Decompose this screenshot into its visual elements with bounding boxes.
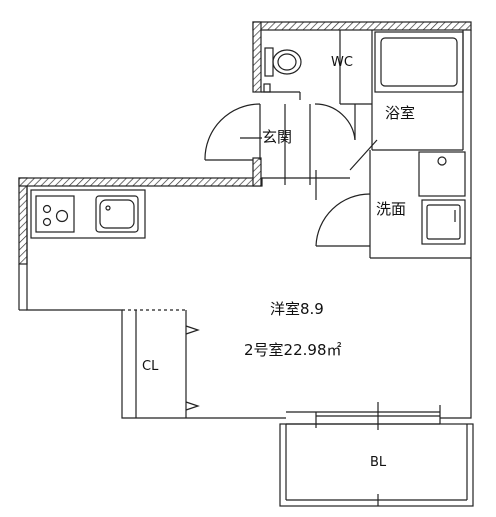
paper-holder: [263, 83, 271, 93]
wash-basin: [421, 199, 466, 245]
balcony: [279, 423, 474, 507]
kitchen-counter: [30, 189, 146, 239]
wc-label: WC: [331, 55, 353, 70]
entrance-label: 玄関: [262, 128, 293, 146]
washing-machine: [418, 151, 466, 197]
wc-room: [261, 30, 372, 104]
bath-label: 浴室: [385, 104, 416, 122]
balcony-label: BL: [370, 455, 387, 470]
kitchen-sink: [95, 195, 139, 233]
top-wall: [252, 21, 472, 31]
toilet-tank: [264, 47, 274, 77]
burner-icon: [55, 209, 69, 223]
left-top-wall: [252, 21, 262, 93]
washroom-label: 洗面: [376, 200, 407, 218]
kitchen-top-wall: [18, 177, 263, 187]
entrance-wall: [252, 157, 262, 187]
toilet-bowl: [272, 49, 302, 75]
burner-icon: [42, 204, 52, 214]
stove: [35, 195, 75, 233]
burner-icon: [42, 217, 52, 227]
western-room-label: 洋室8.9: [270, 300, 324, 318]
left-wall: [18, 177, 28, 265]
bathroom-tub: [374, 31, 464, 93]
unit-label: 2号室22.98㎡: [244, 341, 342, 359]
closet-label: CL: [142, 359, 159, 374]
